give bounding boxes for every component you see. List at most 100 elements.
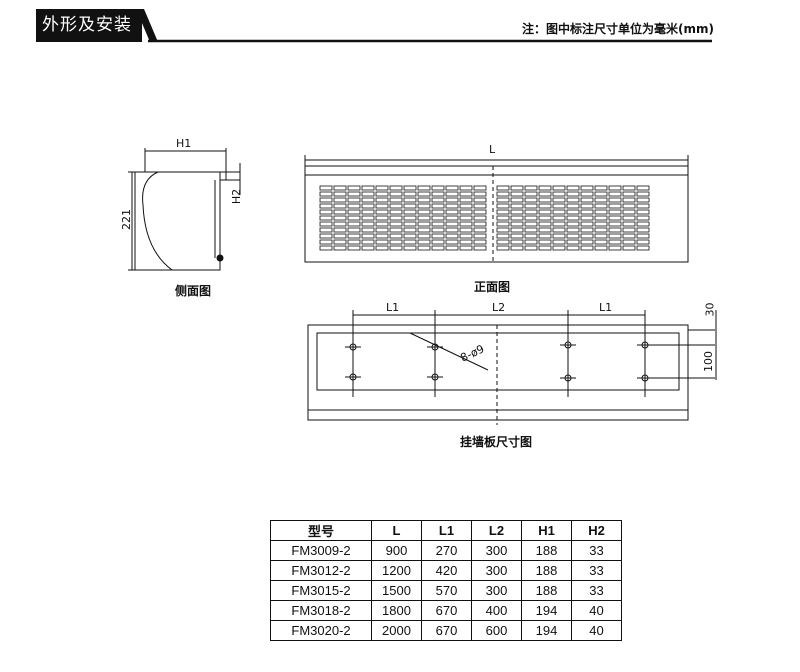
grille-slot bbox=[594, 215, 608, 221]
cell: 300 bbox=[471, 540, 522, 561]
grille-slot bbox=[566, 215, 580, 221]
grille-slot bbox=[608, 233, 622, 239]
grille-slot bbox=[510, 197, 524, 203]
grille-slot bbox=[510, 209, 524, 215]
grille-slot bbox=[608, 185, 622, 191]
grille-slot bbox=[608, 203, 622, 209]
cell: 670 bbox=[421, 620, 472, 641]
grille-slot bbox=[319, 221, 333, 227]
grille-slot bbox=[608, 239, 622, 245]
grille-slot bbox=[473, 203, 487, 209]
grille-slot bbox=[636, 197, 650, 203]
grille-slot bbox=[403, 233, 417, 239]
grille-slot bbox=[496, 185, 510, 191]
grille-slot bbox=[347, 185, 361, 191]
cell: 400 bbox=[471, 600, 522, 621]
grille-slot bbox=[361, 245, 375, 251]
grille-slot bbox=[445, 203, 459, 209]
grille-slot bbox=[524, 191, 538, 197]
grille-slot bbox=[552, 245, 566, 251]
grille-slot bbox=[347, 239, 361, 245]
col-h1: H1 bbox=[521, 520, 572, 541]
dim-l1-right: L1 bbox=[599, 301, 613, 314]
grille-slot bbox=[347, 197, 361, 203]
grille-slot bbox=[361, 239, 375, 245]
grille-slot bbox=[347, 209, 361, 215]
grille-slot bbox=[636, 233, 650, 239]
grille-slot bbox=[403, 215, 417, 221]
dim-l2: L2 bbox=[492, 301, 506, 314]
grille-slot bbox=[473, 227, 487, 233]
grille-slot bbox=[552, 209, 566, 215]
grille-slot bbox=[319, 185, 333, 191]
grille-slot bbox=[552, 233, 566, 239]
grille-slot bbox=[538, 197, 552, 203]
grille-slot bbox=[389, 233, 403, 239]
grille-slot bbox=[375, 215, 389, 221]
cell: FM3015-2 bbox=[270, 580, 372, 601]
grille-slot bbox=[636, 203, 650, 209]
grille-slot bbox=[473, 197, 487, 203]
side-view-caption: 侧面图 bbox=[175, 284, 212, 298]
grille-slot bbox=[580, 227, 594, 233]
grille-slot bbox=[552, 203, 566, 209]
grille-slot bbox=[473, 245, 487, 251]
grille-slot bbox=[552, 215, 566, 221]
dim-100: 100 bbox=[702, 351, 715, 372]
grille-slot bbox=[580, 191, 594, 197]
cell: 2000 bbox=[371, 620, 422, 641]
grille-slot bbox=[361, 191, 375, 197]
cell: 300 bbox=[471, 580, 522, 601]
cell: 1500 bbox=[371, 580, 422, 601]
grille-slot bbox=[580, 203, 594, 209]
grille-slot bbox=[403, 209, 417, 215]
grille-slot bbox=[431, 191, 445, 197]
grille-slot bbox=[389, 227, 403, 233]
grille-slot bbox=[333, 239, 347, 245]
grille-slot bbox=[622, 185, 636, 191]
grille-slot bbox=[538, 203, 552, 209]
grille-slot bbox=[333, 233, 347, 239]
grille-slot bbox=[566, 185, 580, 191]
grille-slot bbox=[473, 215, 487, 221]
grille-slot bbox=[375, 221, 389, 227]
grille-slot bbox=[403, 221, 417, 227]
grille-slot bbox=[473, 221, 487, 227]
grille-slot bbox=[608, 197, 622, 203]
cell: FM3009-2 bbox=[270, 540, 372, 561]
grille-slot bbox=[636, 245, 650, 251]
grille-slot bbox=[375, 191, 389, 197]
cell: 900 bbox=[371, 540, 422, 561]
cell: 600 bbox=[471, 620, 522, 641]
grille-slot bbox=[389, 209, 403, 215]
grille-slot bbox=[524, 215, 538, 221]
grille-slot bbox=[389, 221, 403, 227]
cell: FM3020-2 bbox=[270, 620, 372, 641]
grille-slot bbox=[622, 227, 636, 233]
cell: 420 bbox=[421, 560, 472, 581]
grille-slot bbox=[496, 239, 510, 245]
cell: 33 bbox=[571, 580, 622, 601]
grille-slot bbox=[445, 209, 459, 215]
cell: 188 bbox=[521, 540, 572, 561]
grille-slot bbox=[636, 221, 650, 227]
cell: 40 bbox=[571, 600, 622, 621]
grille-slot bbox=[538, 221, 552, 227]
grille-slot bbox=[622, 191, 636, 197]
dim-h1: H1 bbox=[176, 137, 192, 150]
cell: 670 bbox=[421, 600, 472, 621]
grille-slot bbox=[333, 221, 347, 227]
grille-slot bbox=[622, 221, 636, 227]
grille-slot bbox=[510, 215, 524, 221]
grille-slot bbox=[622, 197, 636, 203]
grille-slot bbox=[459, 197, 473, 203]
cell: 1800 bbox=[371, 600, 422, 621]
grille-slot bbox=[333, 215, 347, 221]
grille-slot bbox=[417, 245, 431, 251]
grille-slot bbox=[552, 185, 566, 191]
side-view-drawing bbox=[128, 148, 241, 271]
grille-slot bbox=[552, 191, 566, 197]
grille-slot bbox=[319, 239, 333, 245]
grille-slot bbox=[496, 233, 510, 239]
grille-slot bbox=[552, 221, 566, 227]
